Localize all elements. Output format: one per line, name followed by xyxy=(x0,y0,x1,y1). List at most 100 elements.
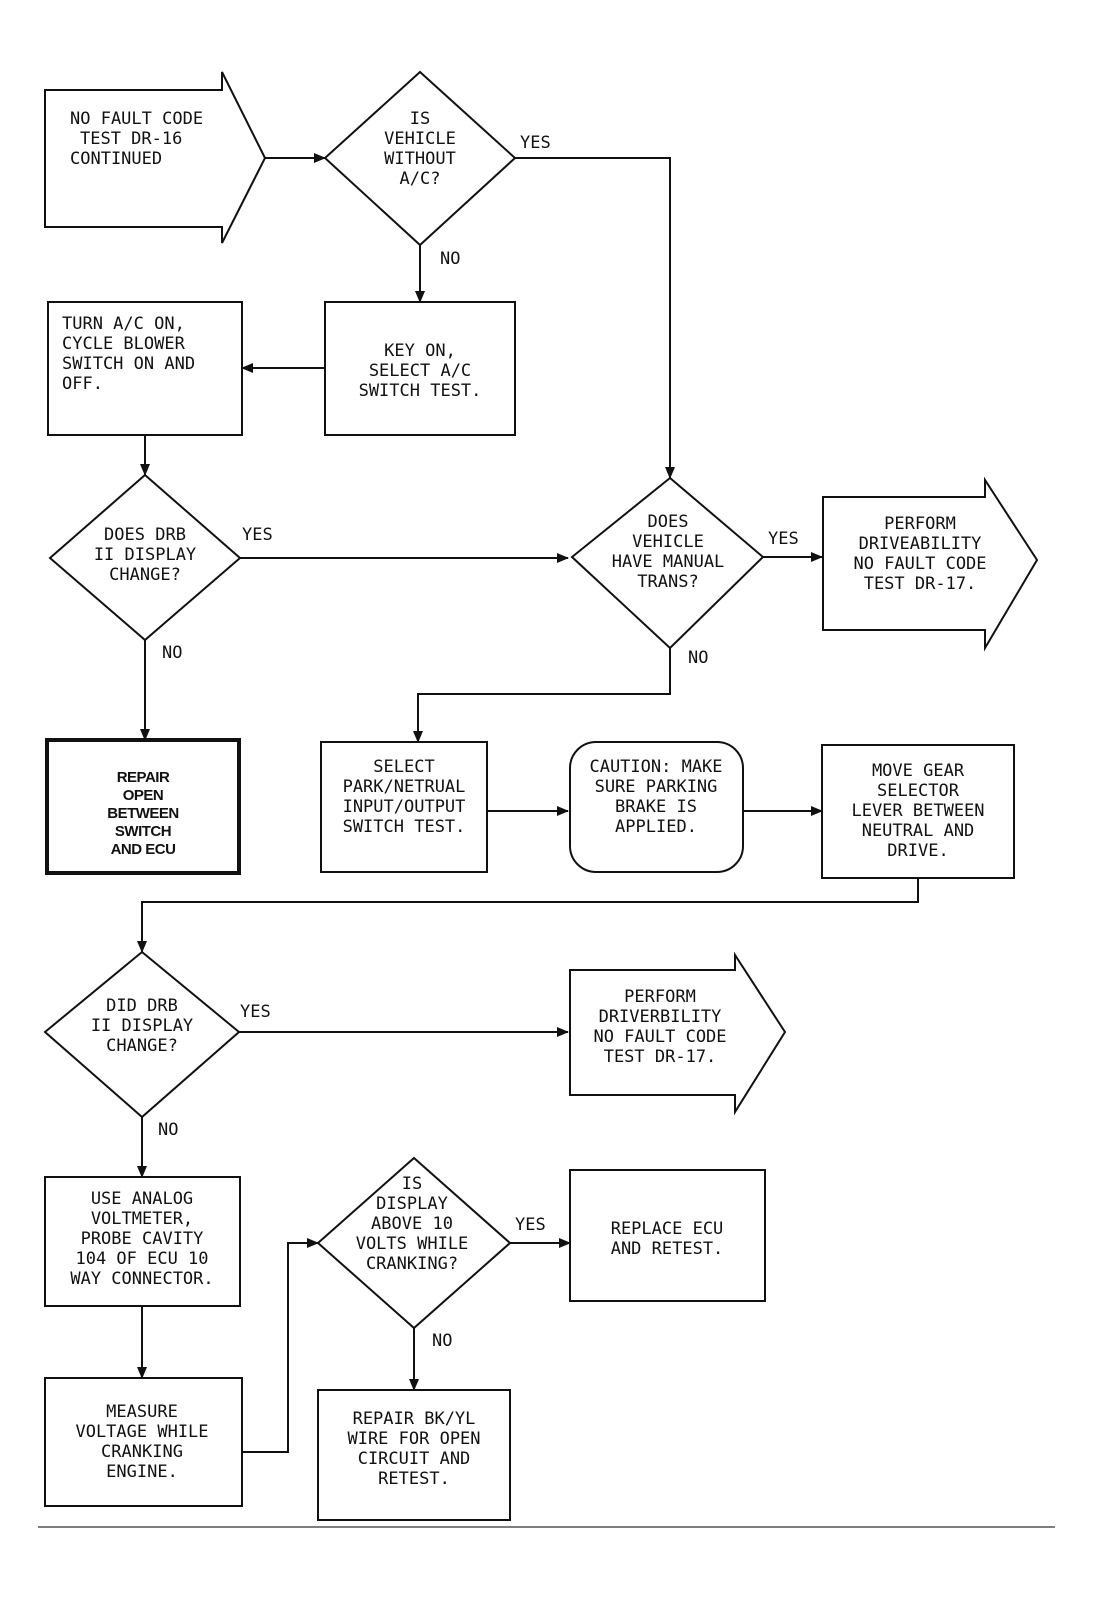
caution-line-1: CAUTION: MAKE xyxy=(589,757,722,777)
perform1-line-2: DRIVEABILITY xyxy=(859,534,982,554)
node-key-on: KEY ON, SELECT A/C SWITCH TEST. xyxy=(324,301,516,436)
perform2-line-2: DRIVERBILITY xyxy=(599,1007,722,1027)
repair-wire-line-2: WIRE FOR OPEN xyxy=(347,1429,480,1449)
measure-line-1: MEASURE xyxy=(106,1402,178,1422)
q1-line-2: VEHICLE xyxy=(384,129,456,149)
node-caution: CAUTION: MAKE SURE PARKING BRAKE IS APPL… xyxy=(569,741,744,873)
keyon-line-2: SELECT A/C xyxy=(369,361,471,381)
turnac-line-1: TURN A/C ON, xyxy=(62,314,185,334)
q3-line-3: HAVE MANUAL xyxy=(612,552,725,572)
node-replace-ecu: REPLACE ECU AND RETEST. xyxy=(569,1169,766,1302)
move-line-4: NEUTRAL AND xyxy=(862,821,975,841)
repair-open-line-4: SWITCH xyxy=(115,823,171,840)
perform1-line-3: NO FAULT CODE xyxy=(853,554,986,574)
q5-line-2: DISPLAY xyxy=(376,1194,448,1214)
edge-measure-to-q5 xyxy=(242,1238,319,1453)
process-box xyxy=(44,1377,243,1507)
q4-line-2: II DISPLAY xyxy=(91,1016,193,1036)
edge-move-to-q4 xyxy=(137,878,919,953)
q3-line-1: DOES xyxy=(648,512,689,532)
q5-line-4: VOLTS WHILE xyxy=(356,1234,469,1254)
perform-arrow-shape xyxy=(569,951,787,1116)
node-measure: MEASURE VOLTAGE WHILE CRANKING ENGINE. xyxy=(44,1377,243,1507)
perform1-line-1: PERFORM xyxy=(884,514,956,534)
voltmeter-line-5: WAY CONNECTOR. xyxy=(70,1269,213,1289)
process-box xyxy=(821,744,1015,879)
turnac-line-3: SWITCH ON AND xyxy=(62,354,195,374)
process-box xyxy=(320,741,488,873)
label-no-5: NO xyxy=(432,1331,452,1351)
perform2-line-4: TEST DR-17. xyxy=(604,1047,717,1067)
node-perform-1: PERFORM DRIVEABILITY NO FAULT CODE TEST … xyxy=(822,476,1039,652)
caution-line-2: SURE PARKING xyxy=(595,777,718,797)
move-line-5: DRIVE. xyxy=(887,841,948,861)
label-yes-4: YES xyxy=(240,1002,271,1022)
repair-wire-line-3: CIRCUIT AND xyxy=(358,1449,471,1469)
q4-line-1: DID DRB xyxy=(106,996,178,1016)
process-box xyxy=(569,1169,766,1302)
turnac-line-4: OFF. xyxy=(62,374,103,394)
q1-line-4: A/C? xyxy=(400,169,441,189)
q2-line-1: DOES DRB xyxy=(104,525,186,545)
label-yes-1: YES xyxy=(520,133,551,153)
start-line-2: TEST DR-16 xyxy=(80,129,182,149)
repair-open-line-2: OPEN xyxy=(123,787,164,804)
node-perform-2: PERFORM DRIVERBILITY NO FAULT CODE TEST … xyxy=(569,951,787,1116)
connectors xyxy=(137,153,919,1453)
replace-line-1: REPLACE ECU xyxy=(611,1219,724,1239)
node-q-display-change: DOES DRB II DISPLAY CHANGE? xyxy=(48,473,242,642)
voltmeter-line-3: PROBE CAVITY xyxy=(81,1229,204,1249)
q1-line-1: IS xyxy=(410,109,430,129)
label-yes-2: YES xyxy=(242,525,273,545)
start-arrow-shape xyxy=(44,71,267,244)
turnac-line-2: CYCLE BLOWER xyxy=(62,334,186,354)
q5-line-5: CRANKING? xyxy=(366,1254,458,1274)
node-repair-open: REPAIR OPEN BETWEEN SWITCH AND ECU xyxy=(45,738,241,875)
replace-line-2: AND RETEST. xyxy=(611,1239,724,1259)
label-no-3: NO xyxy=(688,648,708,668)
select-line-4: SWITCH TEST. xyxy=(343,817,466,837)
perform-arrow-shape xyxy=(822,476,1039,652)
caution-line-3: BRAKE IS xyxy=(615,797,697,817)
q4-line-3: CHANGE? xyxy=(106,1036,178,1056)
repair-wire-line-4: RETEST. xyxy=(378,1469,450,1489)
select-line-2: PARK/NETRUAL xyxy=(343,777,466,797)
node-q-did-display: DID DRB II DISPLAY CHANGE? xyxy=(43,950,241,1119)
q2-line-2: II DISPLAY xyxy=(94,545,196,565)
voltmeter-line-2: VOLTMETER, xyxy=(91,1209,193,1229)
q1-line-3: WITHOUT xyxy=(384,149,456,169)
measure-line-4: ENGINE. xyxy=(106,1462,178,1482)
move-line-1: MOVE GEAR xyxy=(872,761,965,781)
select-line-1: SELECT xyxy=(373,757,434,777)
process-box xyxy=(317,1389,511,1521)
decision-diamond xyxy=(43,950,241,1119)
q5-line-3: ABOVE 10 xyxy=(371,1214,453,1234)
start-line-3: CONTINUED xyxy=(70,149,162,169)
process-box xyxy=(44,1176,241,1307)
label-yes-3: YES xyxy=(768,529,799,549)
measure-line-3: CRANKING xyxy=(101,1442,183,1462)
edge-labels: YES NO YES NO YES NO YES NO YES NO xyxy=(158,133,799,1351)
select-line-3: INPUT/OUTPUT xyxy=(343,797,466,817)
perform2-line-1: PERFORM xyxy=(624,987,696,1007)
voltmeter-line-4: 104 OF ECU 10 xyxy=(75,1249,208,1269)
caution-box xyxy=(569,741,744,873)
label-yes-5: YES xyxy=(515,1215,546,1235)
repair-open-line-5: AND ECU xyxy=(111,841,176,858)
q3-line-4: TRANS? xyxy=(637,572,698,592)
caution-line-4: APPLIED. xyxy=(615,817,697,837)
perform1-line-4: TEST DR-17. xyxy=(864,574,977,594)
decision-diamond xyxy=(48,473,242,642)
start-line-1: NO FAULT CODE xyxy=(70,109,203,129)
q3-line-2: VEHICLE xyxy=(632,532,704,552)
repair-wire-line-1: REPAIR BK/YL xyxy=(353,1409,476,1429)
node-q-above-10: IS DISPLAY ABOVE 10 VOLTS WHILE CRANKING… xyxy=(316,1156,512,1330)
process-box xyxy=(324,301,516,436)
repair-open-line-1: REPAIR xyxy=(117,769,170,786)
voltmeter-line-1: USE ANALOG xyxy=(91,1189,193,1209)
keyon-line-1: KEY ON, xyxy=(384,341,456,361)
node-select-park: SELECT PARK/NETRUAL INPUT/OUTPUT SWITCH … xyxy=(320,741,488,873)
move-line-2: SELECTOR xyxy=(877,781,960,801)
node-move-gear: MOVE GEAR SELECTOR LEVER BETWEEN NEUTRAL… xyxy=(821,744,1015,879)
